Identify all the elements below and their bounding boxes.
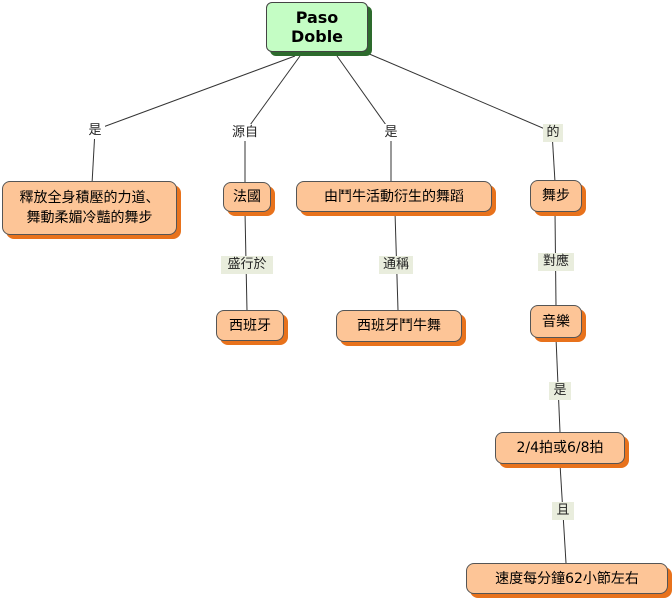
link-label-origin: 源自 bbox=[226, 124, 264, 141]
connector-root-is-1 bbox=[94, 55, 296, 131]
node-music[interactable]: 音樂 bbox=[530, 305, 582, 338]
link-label-of: 的 bbox=[543, 124, 563, 142]
link-label-popular-in: 盛行於 bbox=[221, 256, 273, 274]
node-spain[interactable]: 西班牙 bbox=[216, 310, 284, 341]
link-label-and: 且 bbox=[552, 502, 574, 520]
link-label-is-1: 是 bbox=[85, 122, 105, 139]
node-france[interactable]: 法國 bbox=[223, 182, 271, 212]
link-label-is-2: 是 bbox=[381, 124, 401, 141]
node-bullfight-dance[interactable]: 由鬥牛活動衍生的舞蹈 bbox=[296, 181, 492, 212]
link-label-corresponds: 對應 bbox=[538, 253, 574, 271]
link-label-aka: 通稱 bbox=[379, 256, 413, 274]
node-release[interactable]: 釋放全身積壓的力道、 舞動柔媚冷豔的舞步 bbox=[2, 181, 177, 235]
link-label-is-3: 是 bbox=[549, 382, 571, 400]
root-node-paso-doble[interactable]: Paso Doble bbox=[266, 2, 368, 52]
connector-root-origin bbox=[244, 55, 301, 133]
connector-is-1-release bbox=[91, 129, 96, 185]
node-tempo[interactable]: 2/4拍或6/8拍 bbox=[495, 432, 625, 464]
node-spanish-bullfight[interactable]: 西班牙鬥牛舞 bbox=[336, 310, 462, 342]
connector-root-of bbox=[359, 49, 553, 133]
node-speed[interactable]: 速度每分鐘62小節左右 bbox=[466, 563, 668, 594]
node-dance-steps[interactable]: 舞步 bbox=[530, 180, 582, 212]
connector-root-is-2 bbox=[336, 55, 392, 133]
